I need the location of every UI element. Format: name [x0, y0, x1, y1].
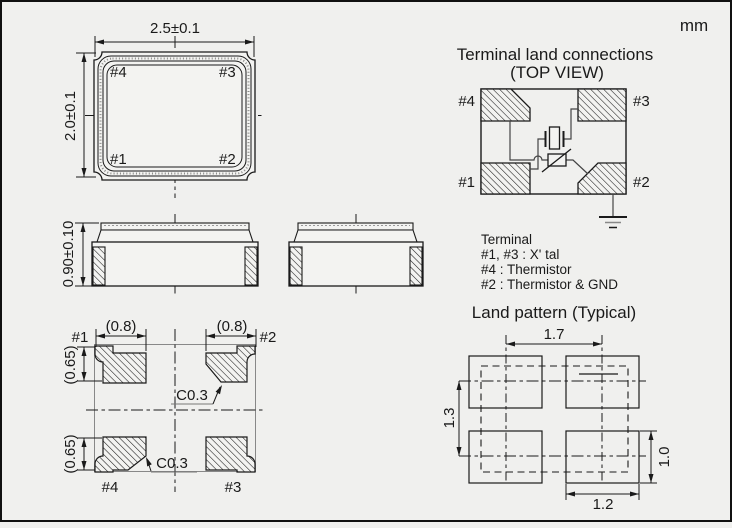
top-view: 2.5±0.1 2.0±0.1 #4 #3 #1 #2 — [62, 20, 264, 198]
side-view-front-lid-step — [96, 229, 254, 243]
top-view-pad-label-tl: #4 — [110, 64, 127, 81]
land-pattern-pitch-y-dimension — [456, 381, 462, 456]
connection-pad-label-2: #2 — [633, 174, 650, 191]
bottom-view-pad-width-dim-right — [205, 329, 257, 351]
bottom-view-pad-height-dim-bottom — [77, 437, 102, 471]
top-view-height-dimension — [76, 52, 96, 178]
thermistor-icon — [541, 148, 572, 173]
terminal-legend-line-2: #4 : Thermistor — [481, 262, 572, 277]
side-view-side — [288, 214, 424, 296]
top-view-pad-label-bl: #1 — [110, 151, 127, 168]
top-view-lid-inner-outline — [102, 60, 247, 172]
bottom-view-pad-3 — [205, 436, 256, 473]
ground-icon — [599, 216, 627, 229]
land-pattern-pad-width-dimension — [565, 484, 640, 500]
side-view-side-terminal-right — [409, 246, 423, 286]
connection-pad-2 — [577, 162, 627, 195]
wire-thermistor-to-pad4 — [509, 121, 548, 161]
land-pad-bl — [468, 430, 543, 484]
side-view-front: 0.90±0.10 — [60, 214, 259, 296]
connection-pad-1 — [480, 162, 531, 195]
side-view-height-dimension — [75, 222, 99, 287]
side-view-front-lid — [100, 222, 250, 231]
bottom-view-dim-pad-width-right-label: (0.8) — [217, 318, 248, 335]
wire-crystal-to-pad1 — [530, 138, 546, 170]
wire-thermistor-to-pad2 — [566, 159, 589, 175]
bottom-view-chamfer-lower-label: C0.3 — [156, 455, 188, 472]
bottom-view-dim-pad-width-left-label: (0.8) — [106, 318, 137, 335]
bottom-view-dim-pad-height-top-label: (0.65) — [62, 345, 79, 384]
top-view-pad-label-br: #2 — [219, 151, 236, 168]
top-view-seal-ring — [99, 57, 250, 175]
connection-pad-label-4: #4 — [458, 93, 475, 110]
land-pattern-dim-pitch-y-label: 1.3 — [441, 408, 458, 429]
land-pattern: Land pattern (Typical) — [441, 303, 673, 513]
units-label: mm — [680, 16, 708, 35]
terminal-legend-title: Terminal — [481, 232, 532, 247]
bottom-view-chamfer-callout-upper — [171, 385, 222, 405]
bottom-view-pad-height-dim-top — [77, 346, 102, 382]
wire-crystal-to-pad3 — [563, 108, 578, 140]
side-view-front-body — [91, 241, 259, 287]
bottom-view-pad-width-dim-left — [95, 329, 147, 351]
side-view-side-lid-step — [293, 229, 418, 243]
connection-pad-label-1: #1 — [458, 174, 475, 191]
bottom-view-pad-label-br: #3 — [225, 479, 242, 496]
bottom-view-pad-label-bl: #4 — [102, 479, 119, 496]
land-pattern-dim-pad-width-label: 1.2 — [593, 496, 614, 513]
top-view-cavity-outline — [106, 64, 243, 168]
top-view-pad-label-tr: #3 — [219, 64, 236, 81]
top-view-body-outline — [93, 51, 256, 181]
bottom-view-dim-pad-height-bottom-label: (0.65) — [62, 434, 79, 473]
land-pad-tl — [468, 355, 543, 409]
bottom-view-pad-label-tl: #1 — [72, 329, 89, 346]
top-view-dim-width-label: 2.5±0.1 — [150, 20, 200, 37]
bottom-view-pad-1 — [94, 345, 147, 384]
land-pad-br — [565, 430, 640, 484]
terminal-legend-line-1: #1, #3 : X' tal — [481, 247, 559, 262]
connection-pad-label-3: #3 — [633, 93, 650, 110]
side-view-side-body — [288, 241, 424, 287]
side-view-front-terminal-right — [244, 246, 258, 286]
bottom-view-pad-2 — [205, 345, 256, 383]
connection-wires — [509, 108, 614, 216]
side-view-front-terminal-left — [92, 246, 106, 286]
terminal-legend-line-3: #2 : Thermistor & GND — [481, 277, 618, 292]
connection-pad-3 — [577, 88, 627, 122]
terminal-connections-title: Terminal land connections — [457, 45, 654, 64]
bottom-view-chamfer-upper-label: C0.3 — [176, 387, 208, 404]
bottom-view-pad-label-tr: #2 — [260, 329, 277, 346]
bottom-view-pad-4 — [94, 436, 147, 473]
land-pattern-pad-height-dimension — [640, 430, 657, 484]
land-pattern-pitch-x-dimension — [506, 341, 602, 347]
terminal-connections-subtitle: (TOP VIEW) — [510, 63, 604, 82]
connection-pad-4 — [480, 88, 531, 122]
crystal-icon — [544, 126, 565, 150]
land-pattern-dim-pitch-x-label: 1.7 — [544, 326, 565, 343]
bottom-view-chamfer-callout-lower — [146, 457, 197, 473]
land-pattern-dim-pad-height-label: 1.0 — [656, 447, 673, 468]
side-view-side-terminal-left — [289, 246, 303, 286]
land-pad-tr — [565, 355, 640, 409]
terminal-land-connections: mm Terminal land connections (TOP VIEW) — [457, 16, 708, 292]
top-view-lid-outline — [97, 55, 252, 177]
side-view-dim-height-label: 0.90±0.10 — [60, 221, 77, 288]
side-view-side-lid — [297, 222, 414, 231]
bottom-view: #1 #2 #4 #3 (0.8) (0.8) (0.65) (0.65) C0… — [62, 318, 276, 496]
top-view-dim-height-label: 2.0±0.1 — [62, 91, 79, 141]
land-pattern-title: Land pattern (Typical) — [472, 303, 636, 322]
connection-diagram-outline — [480, 88, 627, 195]
land-pattern-package-outline — [480, 365, 629, 473]
